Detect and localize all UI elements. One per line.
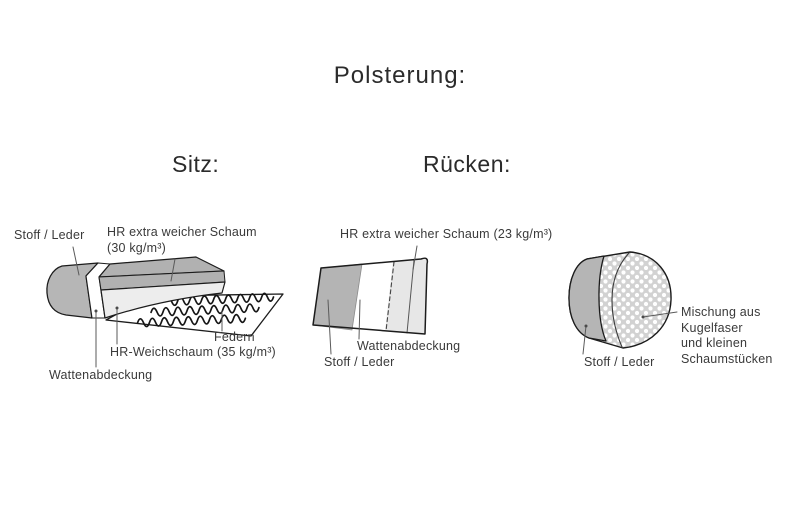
back-panel-illustration [312, 245, 429, 355]
seat-foam-label-line2: (30 kg/m³) [107, 240, 166, 255]
panel-outline-shape [312, 257, 429, 335]
panel-leader-lines [327, 245, 418, 355]
panel-stitch-line [385, 261, 395, 332]
back-roll-filling-line3: und kleinen [681, 336, 748, 350]
section-heading-sitz: Sitz: [172, 151, 220, 177]
back-roll-illustration [568, 251, 678, 355]
leader-line [170, 258, 176, 282]
seat-softfoam-label: HR-Weichschaum (35 kg/m³) [110, 345, 276, 359]
leader-dot [584, 324, 588, 328]
seat-cover-shape [46, 262, 99, 319]
roll-cover-shape [568, 255, 607, 342]
seat-leader-lines [72, 246, 223, 368]
leader-line [72, 246, 80, 276]
leader-line [582, 325, 587, 355]
seat-softfoam-shape [100, 281, 226, 319]
roll-face-rim-line [611, 252, 630, 348]
section-heading-ruecken: Rücken: [423, 151, 511, 177]
back-panel-wadding-label: Wattenabdeckung [357, 339, 461, 353]
leader-line [358, 299, 361, 340]
leader-line [642, 311, 678, 318]
leader-line [327, 299, 332, 355]
page-title: Polsterung: [333, 62, 467, 89]
seat-foam-label: HR extra weicher Schaum (30 kg/m³) [107, 225, 257, 256]
leader-dot [94, 309, 98, 313]
back-panel-cover-label: Stoff / Leder [324, 355, 395, 369]
panel-separator-line [406, 259, 415, 334]
back-roll-filling-line4: Schaumstücken [681, 351, 773, 366]
leader-dot [115, 306, 119, 310]
springs-zigzag-icon [136, 292, 275, 328]
seat-wadding-label: Wattenabdeckung [49, 368, 153, 382]
seat-cover-label: Stoff / Leder [14, 228, 85, 242]
leader-dot [641, 315, 645, 319]
roll-leader-lines [582, 311, 678, 355]
back-roll-filling-line2: Kugelfaser [681, 320, 743, 335]
leader-line [412, 245, 418, 271]
back-roll-cover-label: Stoff / Leder [584, 355, 655, 369]
seat-foam-label-line1: HR extra weicher Schaum [107, 225, 257, 239]
back-panel-foam-label: HR extra weicher Schaum (23 kg/m³) [340, 227, 553, 241]
seat-cushion-illustration [46, 246, 284, 368]
back-roll-filling-label: Mischung aus Kugelfaser und kleinen Scha… [681, 305, 773, 367]
seat-springs-label: Federn [214, 330, 255, 344]
back-roll-filling-line1: Mischung aus [681, 305, 761, 319]
panel-foam-band-shape [385, 258, 427, 334]
